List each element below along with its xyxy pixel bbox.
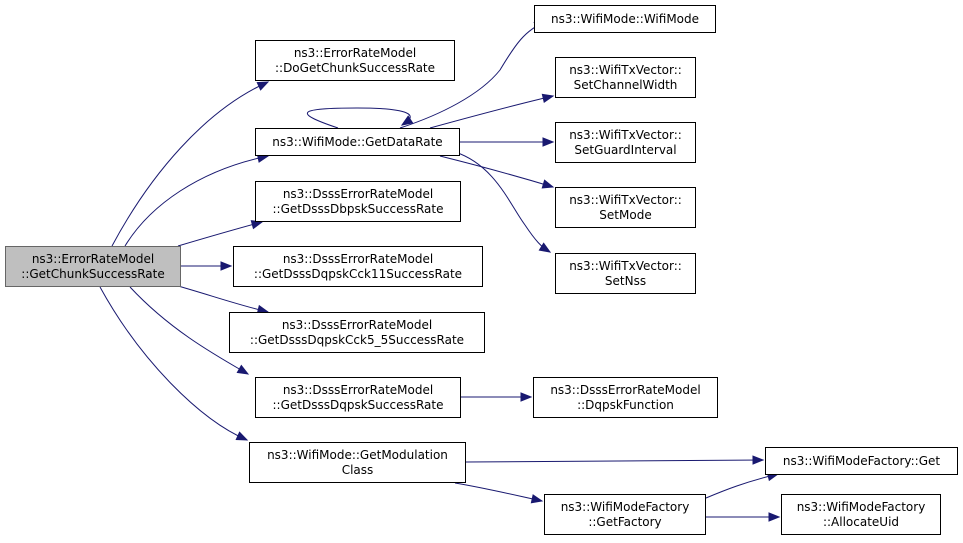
node-dsss-getdsssdqpsksuccessrate[interactable]: ns3::DsssErrorRateModel ::GetDsssDqpskSu… bbox=[255, 377, 461, 418]
node-line: ns3::ErrorRateModel bbox=[293, 45, 417, 60]
edge-n0-to-n7 bbox=[99, 286, 248, 441]
node-wifitxvector-setmode[interactable]: ns3::WifiTxVector:: SetMode bbox=[555, 187, 696, 228]
node-errorratemodel-dogetchunksuccessrate[interactable]: ns3::ErrorRateModel ::DoGetChunkSuccessR… bbox=[255, 40, 455, 81]
node-wifimode-getdatarate[interactable]: ns3::WifiMode::GetDataRate bbox=[255, 128, 460, 156]
node-line: ::GetFactory bbox=[588, 514, 662, 529]
node-line: ns3::DsssErrorRateModel bbox=[282, 186, 434, 201]
node-line: ns3::WifiTxVector:: bbox=[569, 127, 682, 142]
node-line: Class bbox=[341, 462, 374, 477]
node-line: ::AllocateUid bbox=[822, 514, 900, 529]
edge-n2-to-n9 bbox=[429, 95, 554, 129]
edge-n0-to-n3 bbox=[177, 221, 263, 247]
edge-n0-to-n1 bbox=[111, 81, 269, 247]
node-line: ns3::DsssErrorRateModel bbox=[281, 317, 433, 332]
edge-arrowhead bbox=[520, 392, 533, 402]
edge-arrowhead bbox=[400, 115, 414, 126]
node-line: ns3::WifiModeFactory bbox=[796, 499, 926, 514]
edge-n0-to-n5 bbox=[177, 285, 269, 313]
edge-n0-to-n2 bbox=[124, 155, 269, 247]
node-line: SetChannelWidth bbox=[573, 77, 678, 92]
node-wifimodefactory-allocateuid[interactable]: ns3::WifiModeFactory ::AllocateUid bbox=[781, 494, 941, 535]
edge-arrowhead bbox=[220, 261, 233, 271]
node-line: ns3::WifiMode::GetDataRate bbox=[272, 134, 443, 149]
node-line: ns3::WifiModeFactory bbox=[560, 499, 690, 514]
node-line: ::GetChunkSuccessRate bbox=[21, 266, 165, 281]
node-wifimodefactory-getfactory[interactable]: ns3::WifiModeFactory ::GetFactory bbox=[544, 494, 706, 535]
node-line: ns3::WifiMode::WifiMode bbox=[550, 11, 700, 26]
node-dsss-getdsssdbpsksuccessrate[interactable]: ns3::DsssErrorRateModel ::GetDsssDbpskSu… bbox=[255, 181, 461, 222]
node-wifitxvector-setguardinterval[interactable]: ns3::WifiTxVector:: SetGuardInterval bbox=[555, 122, 696, 163]
edge-n7-to-n14 bbox=[465, 459, 764, 463]
edge-arrowhead bbox=[235, 431, 249, 441]
node-line: SetGuardInterval bbox=[574, 142, 677, 157]
edge-arrowhead bbox=[530, 494, 544, 504]
edge-arrowhead bbox=[256, 81, 270, 91]
node-line: ::GetDsssDbpskSuccessRate bbox=[272, 201, 444, 216]
node-line: ::GetDsssDqpskCck11SuccessRate bbox=[253, 266, 463, 281]
node-line: ns3::WifiTxVector:: bbox=[569, 258, 682, 273]
node-wifimodefactory-get[interactable]: ns3::WifiModeFactory::Get bbox=[765, 447, 958, 475]
node-wifimode-getmodulationclass[interactable]: ns3::WifiMode::GetModulation Class bbox=[249, 442, 466, 483]
node-dsss-dqpskfunction[interactable]: ns3::DsssErrorRateModel ::DqpskFunction bbox=[533, 377, 718, 418]
edge-arrowhead bbox=[542, 137, 555, 147]
node-line: ns3::WifiModeFactory::Get bbox=[782, 453, 941, 468]
edge-arrowhead bbox=[236, 364, 250, 375]
node-wifitxvector-setchannelwidth[interactable]: ns3::WifiTxVector:: SetChannelWidth bbox=[555, 57, 696, 98]
node-wifitxvector-setnss[interactable]: ns3::WifiTxVector:: SetNss bbox=[555, 253, 696, 294]
node-line: ::DoGetChunkSuccessRate bbox=[274, 60, 436, 75]
node-line: ns3::WifiMode::GetModulation bbox=[267, 447, 448, 462]
node-line: ::DqpskFunction bbox=[577, 397, 674, 412]
edge-n2-to-n8 bbox=[399, 21, 546, 129]
node-line: ns3::ErrorRateModel bbox=[31, 251, 155, 266]
node-errorratemodel-getchunksuccessrate[interactable]: ns3::ErrorRateModel ::GetChunkSuccessRat… bbox=[5, 246, 181, 287]
node-dsss-getdsssdqpskcck5-5successrate[interactable]: ns3::DsssErrorRateModel ::GetDsssDqpskCc… bbox=[229, 312, 485, 353]
edge-arrowhead bbox=[541, 93, 555, 104]
edge-n2-to-n11 bbox=[439, 155, 554, 188]
node-line: ns3::WifiTxVector:: bbox=[569, 62, 682, 77]
edge-arrowhead bbox=[752, 455, 765, 465]
node-line: SetNss bbox=[604, 273, 647, 288]
node-line: ::GetDsssDqpskCck5_5SuccessRate bbox=[249, 332, 465, 347]
node-line: ns3::DsssErrorRateModel bbox=[550, 382, 701, 397]
edge-arrowhead bbox=[768, 512, 781, 522]
node-dsss-getdsssdqpskcck11successrate[interactable]: ns3::DsssErrorRateModel ::GetDsssDqpskCc… bbox=[233, 246, 483, 287]
node-line: ns3::WifiTxVector:: bbox=[569, 192, 682, 207]
node-line: ::GetDsssDqpskSuccessRate bbox=[272, 397, 444, 412]
node-wifimode-wifimode[interactable]: ns3::WifiMode::WifiMode bbox=[534, 5, 716, 33]
edge-n15-to-n14 bbox=[705, 473, 779, 499]
edge-n0-to-n6 bbox=[129, 286, 249, 375]
node-line: SetMode bbox=[599, 207, 652, 222]
node-line: ns3::DsssErrorRateModel bbox=[282, 251, 434, 266]
edge-n7-to-n15 bbox=[454, 482, 543, 502]
edge-n2-to-n12 bbox=[454, 151, 551, 253]
edge-arrowhead bbox=[538, 242, 552, 253]
node-line: ns3::DsssErrorRateModel bbox=[282, 382, 434, 397]
edge-n2-to-n2 bbox=[306, 107, 411, 129]
edge-arrowhead bbox=[541, 179, 555, 189]
